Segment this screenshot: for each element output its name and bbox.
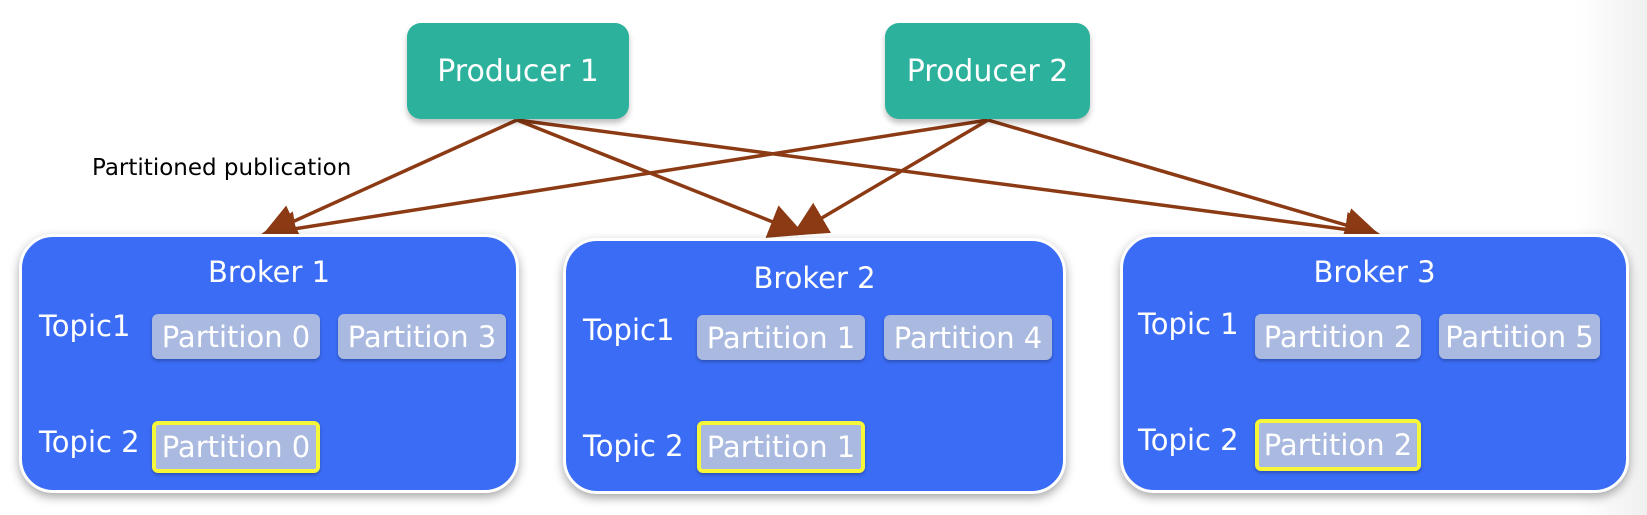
broker-3-topic1-partition-a: Partition 2 — [1255, 314, 1421, 359]
arrow-producer-1-to-broker-3 — [516, 118, 1380, 247]
arrow-producer-2-to-broker-1 — [261, 118, 989, 246]
arrow-producer-1-to-broker-2 — [516, 118, 805, 238]
producer-1-label: Producer 1 — [437, 53, 599, 89]
broker-2-topic1-partition-b: Partition 4 — [884, 315, 1052, 360]
broker-2-topic2-partition: Partition 1 — [697, 421, 865, 473]
broker-2-title: Broker 2 — [753, 261, 876, 295]
broker-2-topic1-label: Topic1 — [583, 313, 675, 347]
arrow-producer-2-to-broker-3 — [987, 118, 1380, 242]
producer-1: Producer 1 — [407, 23, 629, 119]
broker-1-title: Broker 1 — [207, 255, 331, 289]
broker-2-topic1-partition-a: Partition 1 — [697, 315, 865, 360]
broker-3: Broker 3 Topic 1 Partition 2 Partition 5… — [1120, 234, 1629, 493]
arrow-producer-2-to-broker-2 — [791, 118, 989, 236]
broker-3-topic2-label: Topic 2 — [1138, 423, 1239, 457]
broker-1-topic1-partition-b: Partition 3 — [338, 314, 506, 359]
broker-2-topic2-label: Topic 2 — [583, 429, 684, 463]
broker-3-topic1-partition-b: Partition 5 — [1439, 314, 1600, 359]
broker-2: Broker 2 Topic1 Partition 1 Partition 4 … — [563, 238, 1066, 494]
producer-2-label: Producer 2 — [906, 53, 1069, 89]
broker-1-topic1-partition-a: Partition 0 — [152, 314, 320, 359]
producer-2: Producer 2 — [885, 23, 1090, 119]
broker-1: Broker 1 Topic1 Partition 0 Partition 3 … — [19, 234, 519, 493]
broker-3-topic1-label: Topic 1 — [1138, 307, 1239, 341]
broker-3-title: Broker 3 — [1313, 255, 1436, 289]
arrow-producer-1-to-broker-1 — [261, 118, 518, 238]
broker-1-topic1-label: Topic1 — [39, 309, 131, 343]
annotation-partitioned-publication: Partitioned publication — [92, 155, 352, 181]
broker-1-topic2-label: Topic 2 — [39, 425, 140, 459]
broker-1-topic2-partition: Partition 0 — [152, 421, 320, 473]
broker-3-topic2-partition: Partition 2 — [1255, 419, 1421, 471]
